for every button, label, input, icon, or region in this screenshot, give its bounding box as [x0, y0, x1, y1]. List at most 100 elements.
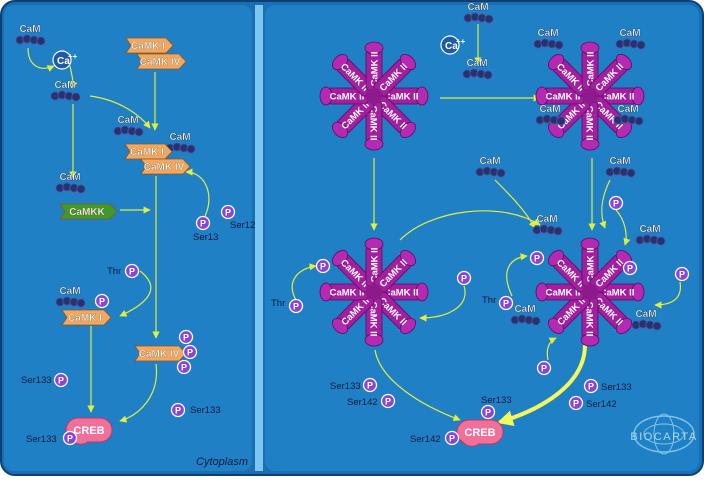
camk2-knob [332, 54, 349, 71]
camk2-subunit: CaMK II [595, 86, 645, 106]
phosphate-label: P [320, 262, 326, 272]
phosphate-circle [178, 329, 194, 345]
ser133-label-left-a: Ser133 [21, 375, 52, 386]
phosphate-thr-right: P [498, 295, 514, 311]
arrow-camk2-mid-to-right [399, 210, 541, 241]
phosphate-label: P [541, 364, 547, 374]
phosphate-circle [583, 378, 599, 394]
camk2-subunit: CaMK II [364, 237, 384, 287]
camk2-knob [399, 317, 416, 334]
arrow-cam-to-phos-camk2 [494, 179, 536, 229]
arrow-thr-loop-right [506, 253, 528, 297]
phosphate-label: P [679, 270, 685, 280]
camk4-free-shape [136, 53, 187, 70]
calmodulin-label: CaM [169, 132, 190, 143]
camk2-label: CaMK II [586, 248, 597, 283]
camk2-knob [364, 137, 384, 151]
arrow-cam-to-complex [89, 95, 151, 129]
calmodulin-label: CaM [617, 104, 638, 115]
phosphate-creb-left: P [62, 430, 78, 446]
phosphate-camk2-upper: P [608, 195, 624, 211]
phosphate-circle [315, 258, 331, 274]
camk2-subunit: CaMK II [319, 282, 369, 302]
phosphate-label: P [175, 406, 181, 416]
camk4-complex-shape [140, 158, 191, 175]
calmodulin-label: CaM [536, 214, 557, 225]
ser142-label-right-a: Ser142 [347, 397, 378, 408]
calmodulin-label: CaM [54, 80, 75, 91]
arrow-phos-to-camk2-mid [419, 285, 466, 322]
calmodulin-camk2-a: CaM [533, 28, 564, 50]
phosphate-ser133-left-a: P [53, 372, 69, 388]
phosphate-camk4-a: P [178, 329, 194, 345]
camk2-subunit: CaMK II [319, 86, 369, 106]
phosphate-label: P [613, 199, 619, 209]
phosphate-label: P [367, 381, 373, 391]
calcium-charge: ++ [68, 52, 78, 61]
biocarta-logo: BIOCARTA [630, 413, 696, 455]
phosphate-label: P [58, 376, 64, 386]
camk1-complex: CaMK I [124, 143, 173, 160]
camk2-subunit: CaMK II [580, 297, 600, 347]
phosphate-circle [182, 344, 198, 360]
calcium-ion: Ca++ [440, 35, 466, 55]
phosphate-circle [456, 270, 472, 286]
camk4-active-shape [134, 345, 187, 362]
phosphate-circle [568, 395, 584, 411]
camk2-label: CaMK II [368, 302, 379, 337]
camk2-knob [580, 41, 600, 55]
phosphate-thr-mid-b: P [288, 298, 304, 314]
phosphate-circle [622, 260, 638, 276]
calmodulin-camk1-complex: CaM [113, 115, 144, 137]
arrow-camk2-to-creb [374, 349, 461, 422]
camk1-complex-label: CaMK I [130, 147, 164, 158]
camk2-label: CaMK II [584, 302, 595, 337]
camk2-hub [582, 284, 598, 300]
camk2-label: CaMK II [600, 92, 635, 103]
arrow-thr-to-camk1 [119, 270, 152, 317]
phosphate-label: P [200, 219, 206, 229]
phosphate-circle [536, 360, 552, 376]
calmodulin-multi-c: CaM [510, 304, 541, 326]
camk2-subunit: CaMK II [364, 41, 384, 91]
calmodulin-label: CaM [635, 309, 656, 320]
calcium-circle [52, 50, 72, 70]
calmodulin-label: CaM [619, 28, 640, 39]
calmodulin-camk2-c: CaM [535, 104, 566, 126]
ser13-label: Ser13 [193, 232, 218, 243]
arrow-phos-d-loop [546, 337, 557, 361]
phosphate-label: P [181, 363, 187, 373]
camk2-knob [548, 317, 565, 334]
phosphate-camk4-c: P [176, 359, 192, 375]
phosphate-label: P [485, 408, 491, 418]
phosphate-label: P [183, 333, 189, 343]
camk2-knob [631, 282, 645, 302]
cytoplasm-label: Cytoplasm [196, 456, 248, 468]
phosphate-label: P [225, 208, 231, 218]
phosphate-ser133-left-b: P [170, 402, 186, 418]
ser142-label-right-c: Ser142 [410, 434, 441, 445]
camk2-knob [399, 250, 416, 267]
phosphate-ser142-right-a: P [380, 393, 396, 409]
camk2-knob [631, 86, 645, 106]
phosphate-multi-c: P [674, 266, 690, 282]
calmodulin-free-right2: CaM [605, 156, 636, 178]
camk2-knob [580, 237, 600, 251]
thr-label-mid: Thr [271, 298, 285, 309]
camk2-knob [548, 54, 565, 71]
phosphate-label: P [129, 267, 135, 277]
calmodulin-label: CaM [466, 58, 487, 69]
calmodulin-label: CaM [609, 156, 630, 167]
phosphate-label: P [293, 302, 299, 312]
ser142-label-right-b: Ser142 [586, 399, 617, 410]
calcium-label: Ca [57, 56, 70, 67]
calmodulin-multi-d: CaM [631, 309, 662, 331]
phosphate-circle [362, 377, 378, 393]
calcium-circle [440, 35, 460, 55]
camk2-subunit: CaMK II [379, 282, 429, 302]
camk1-free-shape [125, 37, 174, 54]
phosphate-label: P [67, 434, 73, 444]
calmodulin-camk1-active: CaM [55, 286, 86, 308]
camk2-knob [415, 282, 429, 302]
